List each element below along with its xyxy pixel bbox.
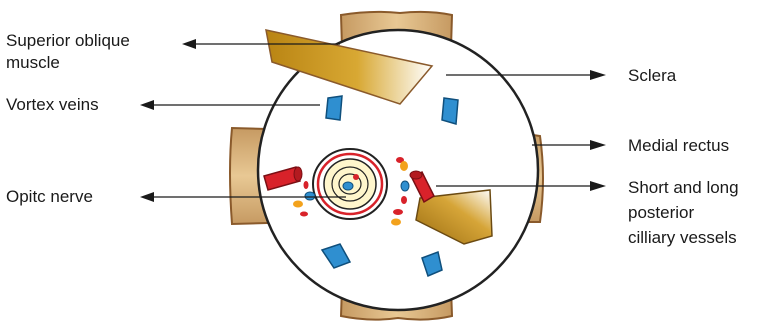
ciliary-spot-orange [400,161,408,171]
central-retinal-vein [343,182,353,190]
central-retinal-artery [353,174,359,180]
label-sclera: Sclera [628,66,677,85]
label-ciliary-line2: posterior [628,203,694,222]
ciliary-spot-orange [293,201,303,208]
long-ciliary-artery-left-end [294,167,302,181]
label-optic-nerve: Opitc nerve [6,187,93,206]
label-ciliary-line1: Short and long [628,178,739,197]
ciliary-artery-dot [300,212,308,217]
label-medial-rectus: Medial rectus [628,136,729,155]
ciliary-artery-dot [401,196,407,204]
label-superior-oblique-line1: Superior oblique [6,31,130,50]
label-vortex-veins: Vortex veins [6,95,99,114]
long-ciliary-artery-right-end [410,171,422,179]
vortex-vein-upper-left [326,96,342,120]
label-superior-oblique-line2: muscle [6,53,60,72]
ciliary-artery-dot [304,181,309,189]
vortex-vein-upper-right [442,98,458,124]
ciliary-spot-orange [391,219,401,226]
ciliary-vein-left [305,192,315,200]
ciliary-vein-right [401,181,409,191]
ciliary-artery-dot [393,209,403,215]
optic-nerve [313,149,387,219]
label-ciliary-line3: cilliary vessels [628,228,737,247]
